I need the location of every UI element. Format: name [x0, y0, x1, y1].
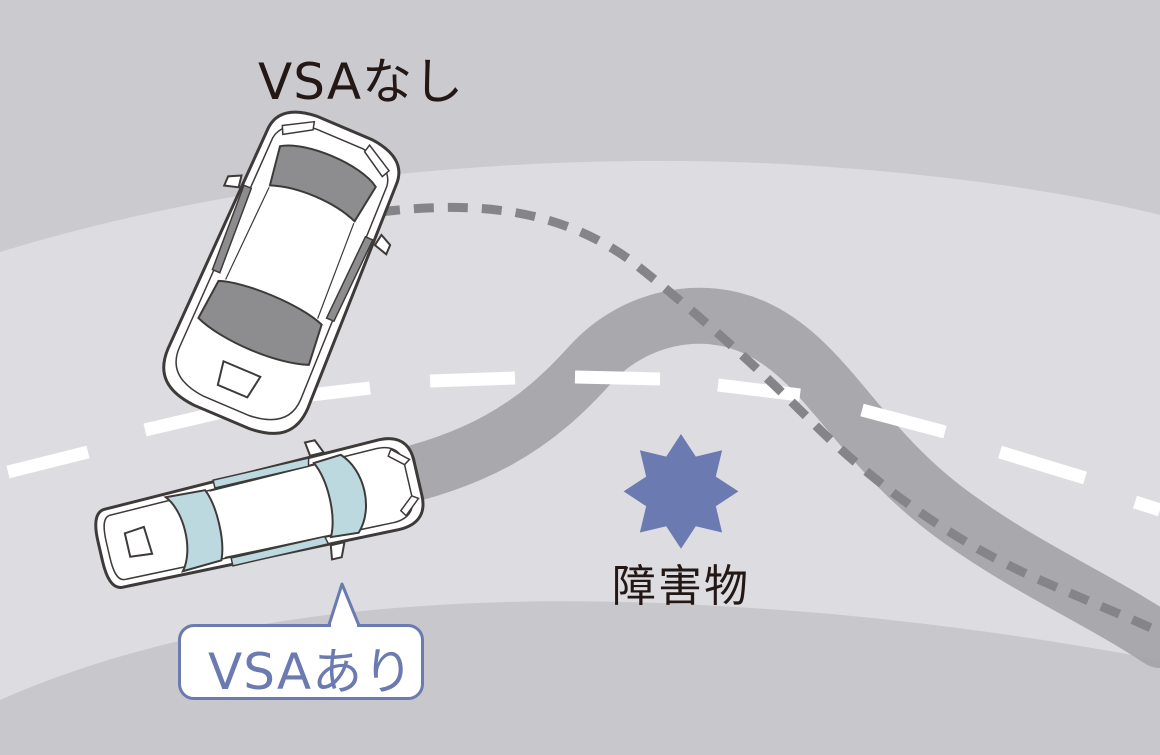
- car-without-vsa-icon: [162, 110, 401, 435]
- obstacle-icon: [623, 434, 739, 549]
- tire-track-with-vsa: [302, 287, 1160, 668]
- car-with-vsa-icon: [94, 437, 425, 589]
- dashed-path-without-vsa: [379, 202, 1160, 637]
- label-without-vsa: VSAなし: [258, 53, 465, 111]
- lane-markings: [6, 370, 1160, 517]
- label-obstacle: 障害物: [612, 561, 750, 612]
- callout-with-vsa: [178, 624, 424, 700]
- label-with-vsa: VSAあり: [208, 643, 415, 701]
